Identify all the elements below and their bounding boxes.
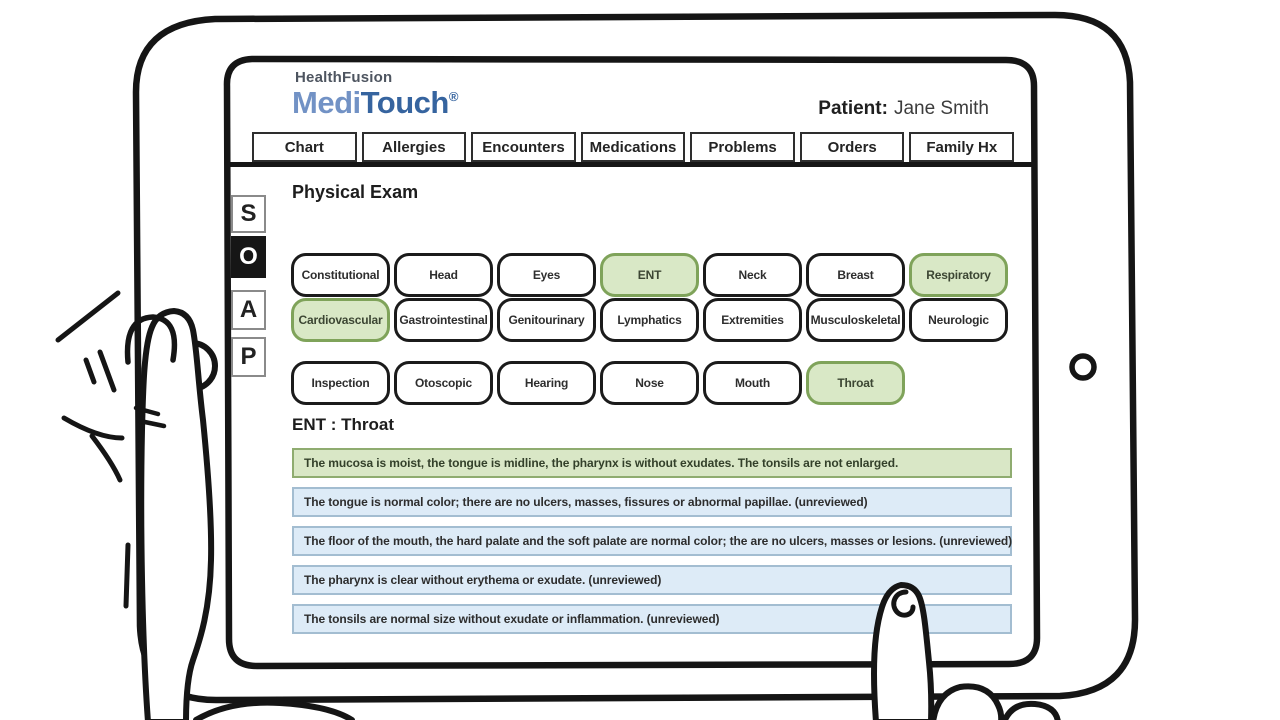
finding-row[interactable]: The tonsils are normal size without exud… [292,604,1012,634]
exam-button-constitutional[interactable]: Constitutional [291,253,390,297]
left-hand-illustration [55,290,355,720]
soap-button-plan[interactable]: P [231,337,266,377]
tab-allergies[interactable]: Allergies [361,132,467,162]
exam-button-neck[interactable]: Neck [703,253,802,297]
tab-medications[interactable]: Medications [580,132,686,162]
exam-button-lymphatics[interactable]: Lymphatics [600,298,699,342]
exam-button-genitourinary[interactable]: Genitourinary [497,298,596,342]
exam-button-gastrointestinal[interactable]: Gastrointestinal [394,298,493,342]
finding-row[interactable]: The floor of the mouth, the hard palate … [292,526,1012,556]
brand-product-name: MediTouch® [292,85,459,120]
exam-button-musculoskeletal[interactable]: Musculoskeletal [806,298,905,342]
exam-button-inspection[interactable]: Inspection [291,361,390,405]
registered-mark: ® [448,89,459,104]
exam-button-respiratory[interactable]: Respiratory [909,253,1008,297]
exam-button-row-1: Constitutional Head Eyes ENT Neck Breast… [291,253,1008,297]
finding-row[interactable]: The pharynx is clear without erythema or… [292,565,1012,595]
soap-rail: S O A P [231,195,267,377]
exam-button-cardiovascular[interactable]: Cardiovascular [291,298,390,342]
exam-button-eyes[interactable]: Eyes [497,253,596,297]
exam-button-extremities[interactable]: Extremities [703,298,802,342]
tab-orders[interactable]: Orders [799,132,905,162]
tablet-screen: HealthFusion MediTouch® Patient:Jane Smi… [228,58,1037,666]
patient-banner: Patient:Jane Smith [818,98,989,120]
exam-button-nose[interactable]: Nose [600,361,699,405]
findings-list: The mucosa is moist, the tongue is midli… [292,448,1012,643]
exam-button-otoscopic[interactable]: Otoscopic [394,361,493,405]
exam-button-neurologic[interactable]: Neurologic [909,298,1008,342]
section-heading: ENT : Throat [292,415,394,434]
page-title: Physical Exam [292,182,419,202]
patient-name: Jane Smith [893,98,989,119]
patient-label: Patient: [818,98,888,119]
home-button-icon[interactable] [1069,353,1097,381]
exam-button-row-3: Inspection Otoscopic Hearing Nose Mouth … [291,361,905,405]
exam-button-throat[interactable]: Throat [806,361,905,405]
soap-button-objective-active[interactable]: O [231,236,266,278]
exam-button-row-2: Cardiovascular Gastrointestinal Genitour… [291,298,1008,342]
brand-company-name: HealthFusion [295,69,393,86]
exam-button-breast[interactable]: Breast [806,253,905,297]
main-nav-tabs: Chart Allergies Encounters Medications P… [252,132,1015,162]
tab-encounters[interactable]: Encounters [471,132,576,162]
soap-button-subjective[interactable]: S [231,195,266,233]
exam-button-ent[interactable]: ENT [600,253,699,297]
finding-row-selected[interactable]: The mucosa is moist, the tongue is midli… [292,448,1012,478]
tabbar-divider [228,162,1037,167]
tab-chart[interactable]: Chart [252,132,357,162]
exam-button-mouth[interactable]: Mouth [703,361,802,405]
tab-problems[interactable]: Problems [690,132,795,162]
tab-family-hx[interactable]: Family Hx [909,132,1015,162]
finding-row[interactable]: The tongue is normal color; there are no… [292,487,1012,517]
soap-button-assessment[interactable]: A [231,290,266,330]
exam-button-hearing[interactable]: Hearing [497,361,596,405]
app-logo: HealthFusion MediTouch® [292,70,458,118]
exam-button-head[interactable]: Head [394,253,493,297]
